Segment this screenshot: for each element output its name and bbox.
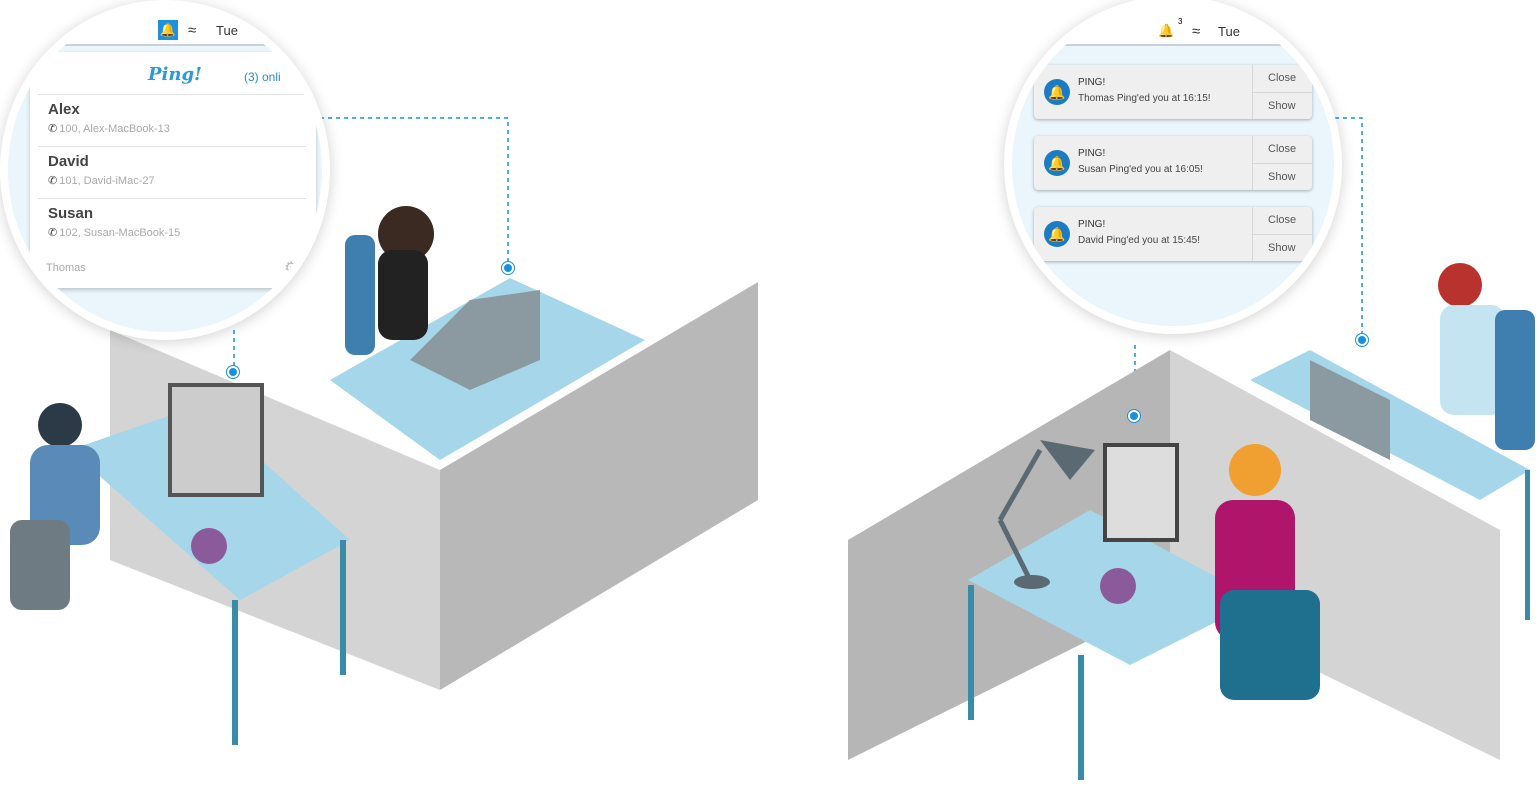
badge-count: 3 [1178, 17, 1183, 26]
notification: 🔔 PING! Thomas Ping'ed you at 16:15! Clo… [1034, 65, 1312, 119]
notification-title: PING! [1078, 148, 1106, 159]
contact-row[interactable]: Susan ✆102, Susan-MacBook-15 [38, 198, 306, 250]
wifi-icon: ≈ [188, 22, 197, 39]
connector-dot [227, 366, 239, 378]
connector-dot [1356, 334, 1368, 346]
notification-title: PING! [1078, 77, 1106, 88]
gear-icon[interactable]: ⚙ [284, 260, 299, 277]
connector-dot [502, 262, 514, 274]
left-cubicle [10, 206, 758, 745]
menubar-clock: Tue [1218, 24, 1240, 39]
online-count: (3) onli [244, 70, 281, 84]
right-cubicle [848, 263, 1535, 780]
phone-icon: ✆ [48, 227, 58, 239]
contacts-popup-callout: 🔔 ≈ Tue Ping! (3) onli Alex ✆100, Alex-M… [0, 0, 330, 340]
show-button[interactable]: Show [1252, 234, 1312, 261]
close-button[interactable]: Close [1252, 65, 1312, 92]
bell-icon: 🔔 [1044, 150, 1070, 176]
bell-icon: 🔔 [1044, 79, 1070, 105]
notification-title: PING! [1078, 219, 1106, 230]
current-user: Thomas [46, 262, 86, 274]
notification: 🔔 PING! David Ping'ed you at 15:45! Clos… [1034, 207, 1312, 261]
contact-row[interactable]: David ✆101, David-iMac-27 [38, 146, 306, 198]
bell-icon[interactable]: 🔔 [1158, 23, 1175, 38]
contact-detail: 101, David-iMac-27 [59, 175, 155, 187]
notifications-popup-callout: 🔔 3 ≈ Tue 🔔 PING! Thomas Ping'ed you at … [1004, 0, 1342, 334]
wifi-icon: ≈ [1192, 23, 1201, 40]
contact-detail: 100, Alex-MacBook-13 [59, 123, 170, 135]
menubar-clock: Tue [216, 23, 238, 38]
contact-name: Alex [48, 101, 80, 118]
notification-message: Susan Ping'ed you at 16:05! [1078, 164, 1203, 175]
contacts-panel: Ping! (3) onli Alex ✆100, Alex-MacBook-1… [30, 52, 316, 288]
contact-name: David [48, 153, 89, 170]
close-button[interactable]: Close [1252, 136, 1312, 163]
close-button[interactable]: Close [1252, 207, 1312, 234]
phone-icon: ✆ [48, 123, 58, 135]
notification-message: David Ping'ed you at 15:45! [1078, 235, 1200, 246]
show-button[interactable]: Show [1252, 92, 1312, 119]
show-button[interactable]: Show [1252, 163, 1312, 190]
connector-dot [1128, 410, 1140, 422]
contact-detail: 102, Susan-MacBook-15 [59, 227, 181, 239]
menu-bar: 🔔 ≈ Tue [8, 8, 322, 46]
contact-name: Susan [48, 205, 94, 222]
ping-bell-icon[interactable]: 🔔 [158, 20, 178, 40]
app-title: Ping! [148, 64, 202, 85]
menu-bar: 🔔 3 ≈ Tue [1012, 4, 1334, 46]
phone-icon: ✆ [48, 175, 58, 187]
notification-message: Thomas Ping'ed you at 16:15! [1078, 93, 1211, 104]
notification: 🔔 PING! Susan Ping'ed you at 16:05! Clos… [1034, 136, 1312, 190]
contact-row[interactable]: Alex ✆100, Alex-MacBook-13 [38, 94, 306, 146]
bell-icon: 🔔 [1044, 221, 1070, 247]
